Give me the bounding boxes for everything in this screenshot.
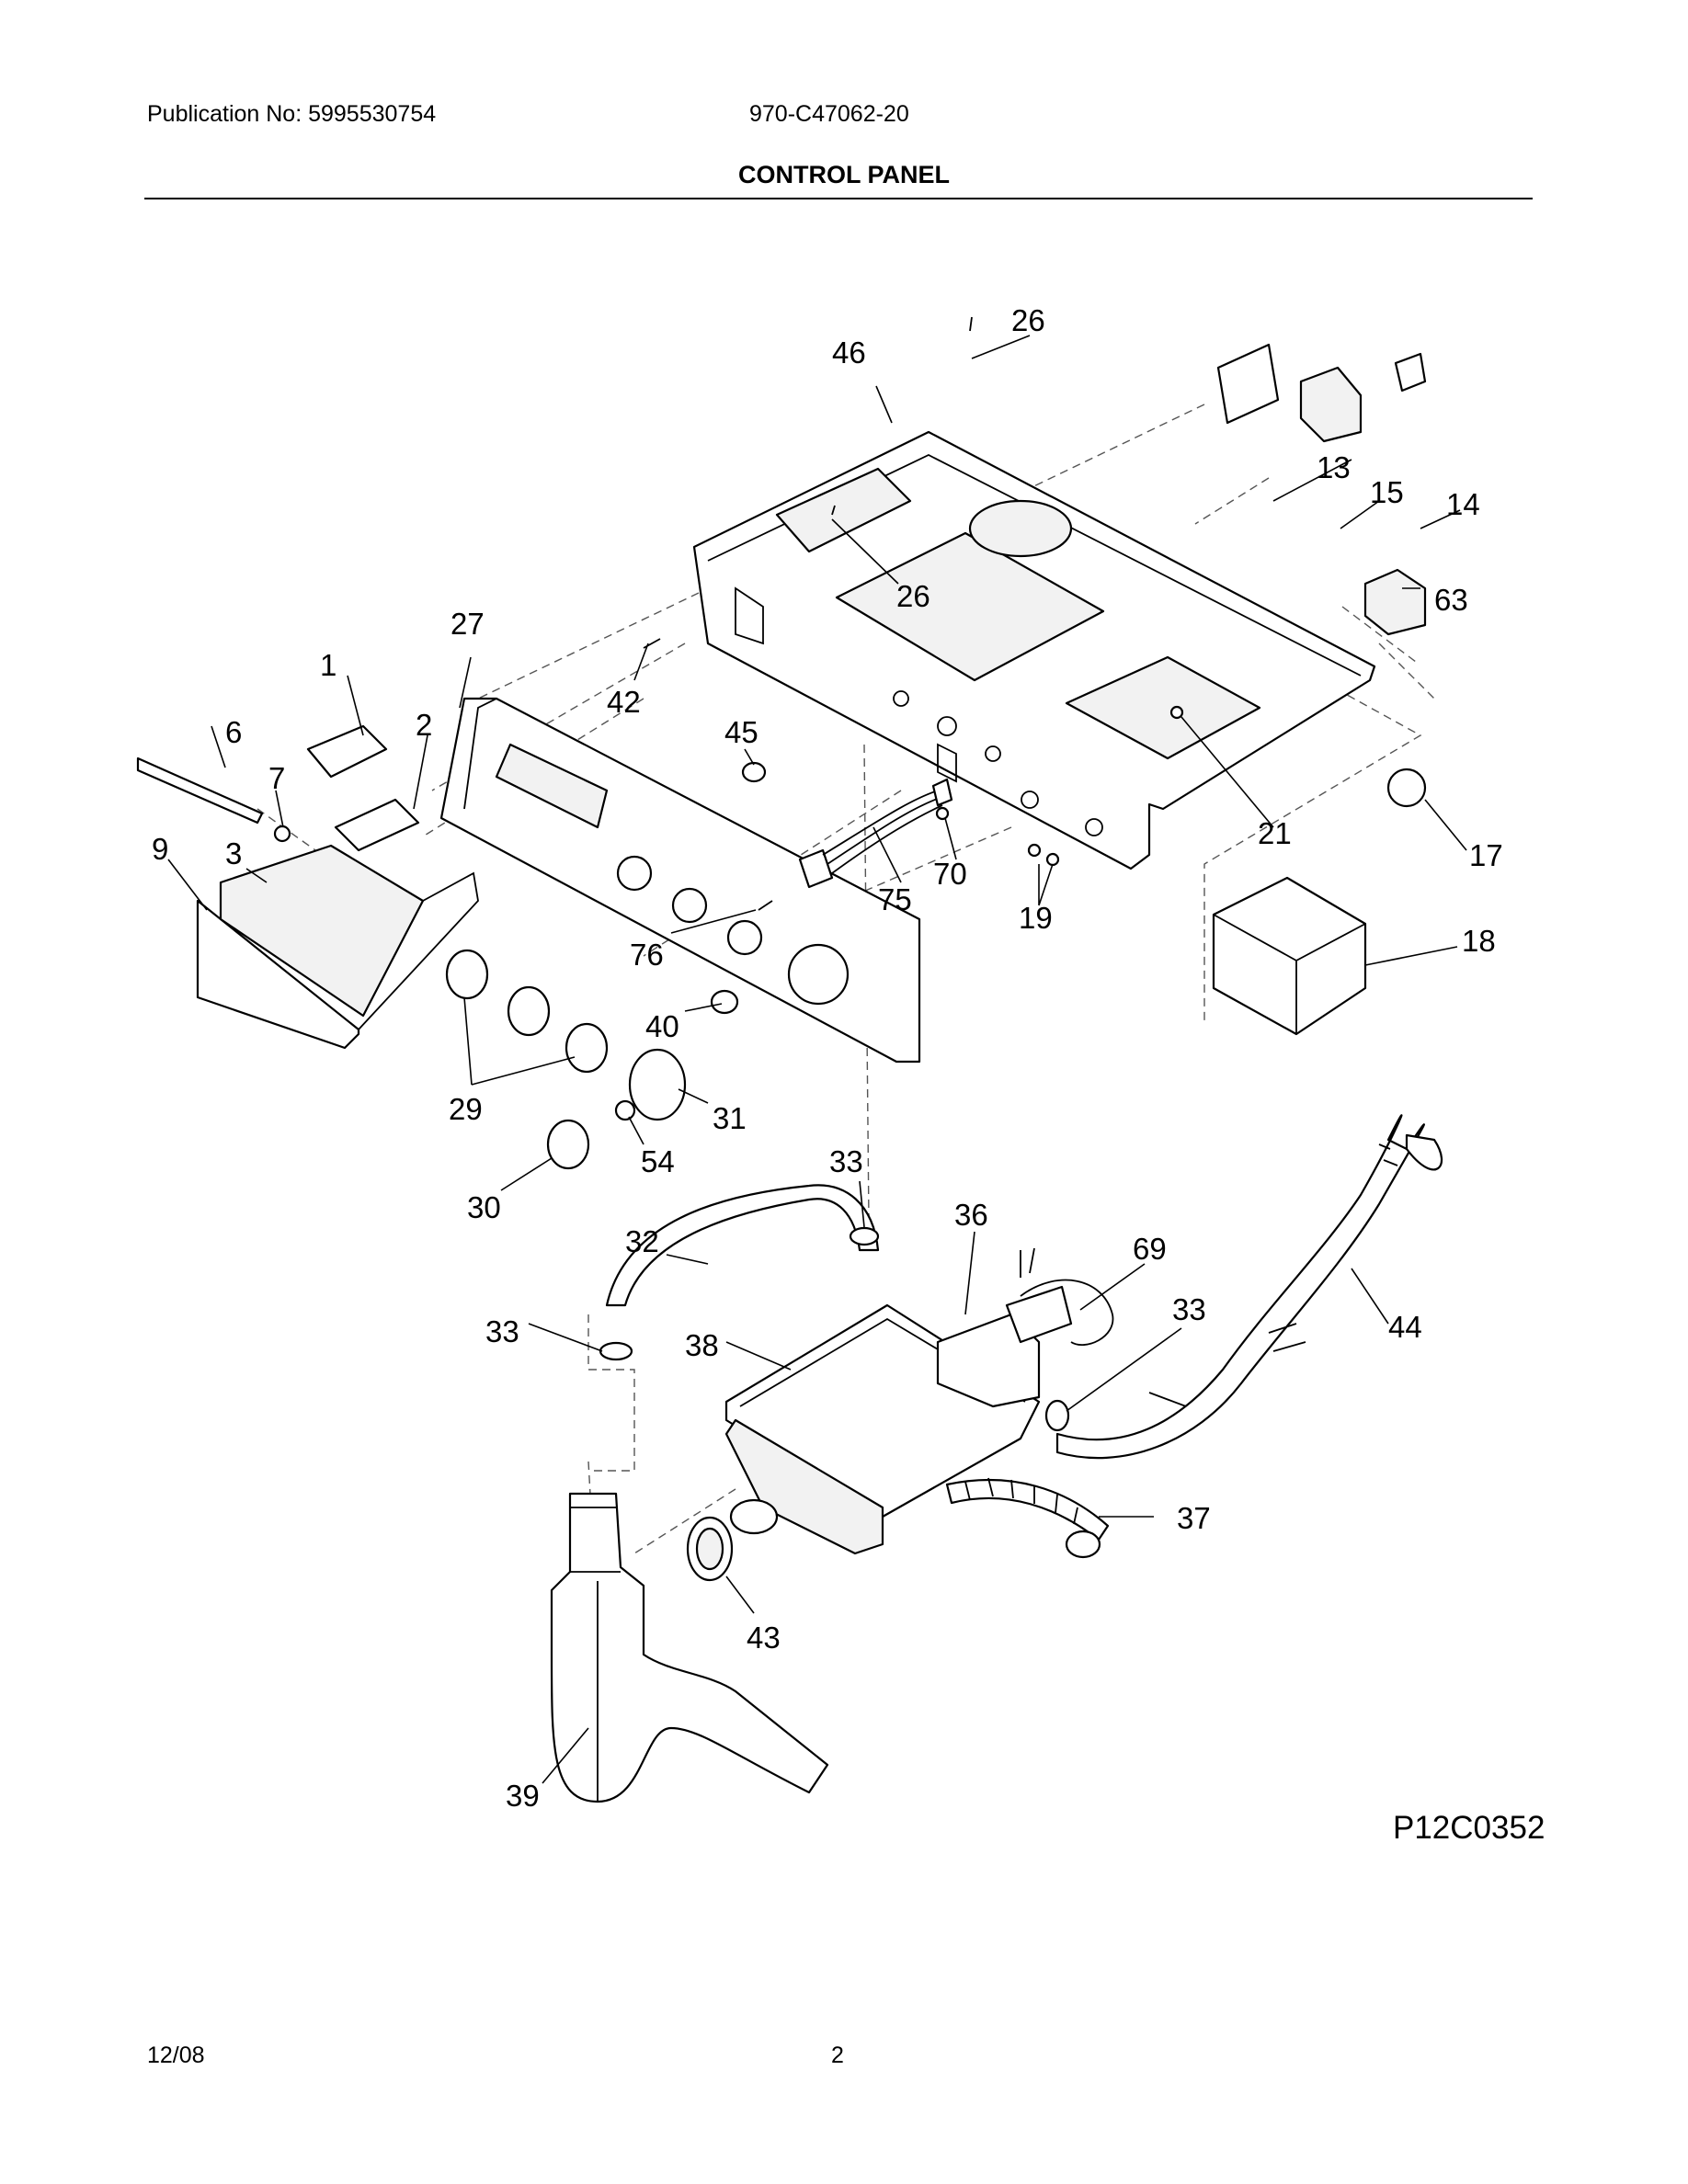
callout-43: 43 (747, 1621, 781, 1655)
callout-29: 29 (449, 1092, 483, 1126)
callout-70: 70 (933, 857, 967, 891)
callout-labels: 26 46 13 15 14 26 63 27 1 42 45 6 2 7 9 … (152, 303, 1545, 1846)
wire-harness (643, 316, 1184, 911)
callout-75: 75 (878, 882, 912, 916)
callout-44: 44 (1388, 1310, 1422, 1344)
footer-date: 12/08 (147, 2042, 205, 2068)
control-panel-bracket (692, 430, 1376, 870)
callout-26-mid: 26 (896, 579, 930, 613)
callout-76: 76 (630, 938, 664, 972)
model-number: 970-C47062-20 (749, 101, 909, 127)
callout-40: 40 (645, 1009, 679, 1043)
callout-36: 36 (954, 1198, 988, 1232)
callout-69: 69 (1133, 1232, 1167, 1266)
electronic-controls (1212, 343, 1427, 1036)
control-knobs (445, 949, 739, 1170)
callout-13: 13 (1317, 450, 1351, 484)
callout-3: 3 (225, 836, 242, 870)
diagram-code: P12C0352 (1393, 1810, 1545, 1846)
page-title: CONTROL PANEL (737, 161, 950, 188)
callout-17: 17 (1469, 838, 1503, 872)
callout-30: 30 (467, 1190, 501, 1224)
callout-37: 37 (1177, 1501, 1211, 1535)
callout-31: 31 (713, 1101, 747, 1135)
callout-9: 9 (152, 832, 168, 866)
callout-14: 14 (1446, 487, 1480, 521)
callout-15: 15 (1370, 475, 1404, 509)
callout-39: 39 (506, 1779, 540, 1813)
dispenser-housing (724, 1247, 1114, 1559)
publication-number: Publication No: 5995530754 (147, 101, 437, 127)
leader-lines (167, 335, 1467, 1784)
callout-33-right: 33 (1172, 1292, 1206, 1326)
drain-elbow (550, 1492, 829, 1803)
callout-27: 27 (451, 607, 485, 641)
callout-46: 46 (832, 336, 866, 370)
callout-63: 63 (1434, 583, 1468, 617)
callout-7: 7 (268, 761, 285, 795)
front-control-panel (439, 697, 921, 1064)
callout-18: 18 (1462, 924, 1496, 958)
hoses (599, 1114, 1443, 1460)
callout-2: 2 (416, 708, 432, 742)
callout-54: 54 (641, 1144, 675, 1178)
callout-1: 1 (320, 648, 336, 682)
callout-19: 19 (1019, 901, 1053, 935)
callout-32: 32 (625, 1224, 659, 1258)
callout-21: 21 (1258, 816, 1292, 850)
callout-38: 38 (685, 1328, 719, 1362)
callout-42: 42 (607, 685, 641, 719)
header-rule (144, 198, 1533, 199)
callout-45: 45 (724, 715, 758, 749)
dispenser-drawer (136, 724, 479, 1050)
callout-33-top: 33 (829, 1144, 863, 1178)
callout-6: 6 (225, 715, 242, 749)
page-number: 2 (831, 2042, 844, 2068)
callout-33-left: 33 (485, 1314, 519, 1348)
callout-26-top: 26 (1011, 303, 1045, 337)
